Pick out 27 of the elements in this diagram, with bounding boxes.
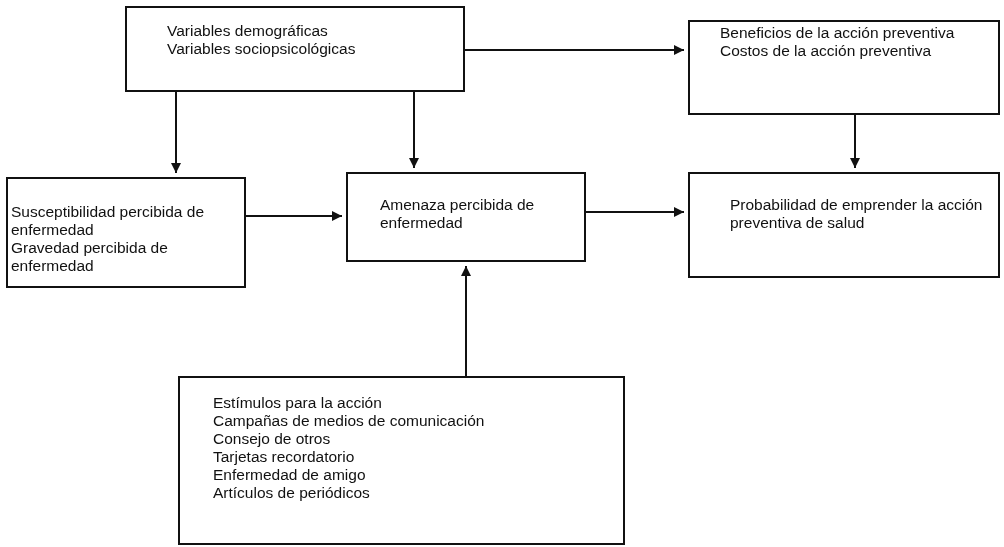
text-box — [178, 376, 625, 545]
box-text: Variables sociopsicológicas — [167, 40, 357, 58]
text-box — [688, 172, 1000, 278]
box-text: Susceptibilidad percibida de enfermedad — [11, 203, 206, 239]
box-text: Beneficios de la acción preventiva — [720, 24, 956, 42]
box-text: Enfermedad de amigo — [213, 466, 367, 484]
text-box — [6, 177, 246, 288]
arrow — [461, 265, 471, 377]
arrow — [850, 114, 860, 169]
box-text: Amenaza percibida de enfermedad — [380, 196, 536, 232]
text-box — [125, 6, 465, 92]
box-text: Tarjetas recordatorio — [213, 448, 356, 466]
box-text: Costos de la acción preventiva — [720, 42, 933, 60]
box-text: Campañas de medios de comunicación — [213, 412, 486, 430]
box-text: Probabilidad de emprender la acción preventiva de salud — [730, 196, 984, 232]
box-text: Estímulos para la acción — [213, 394, 383, 412]
text-box — [688, 20, 1000, 115]
arrow — [245, 211, 343, 221]
arrow — [585, 207, 685, 217]
arrow — [409, 91, 419, 169]
arrow — [171, 91, 181, 174]
arrow — [464, 45, 685, 55]
box-text: Variables demográficas — [167, 22, 329, 40]
box-text: Artículos de periódicos — [213, 484, 371, 502]
text-box — [346, 172, 586, 262]
box-text: Gravedad percibida de enfermedad — [11, 239, 169, 275]
box-text: Consejo de otros — [213, 430, 332, 448]
